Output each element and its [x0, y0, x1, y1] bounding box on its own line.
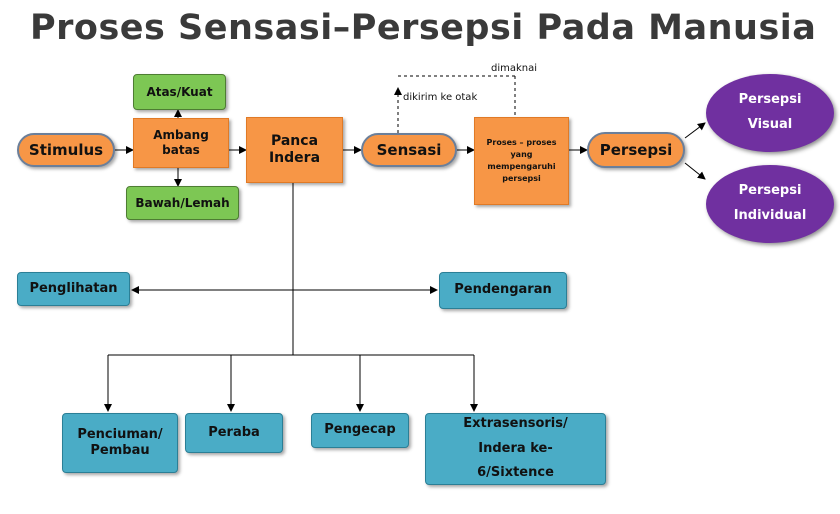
proses-node: Proses – proses yang mempengaruhi persep…: [474, 117, 569, 205]
note-dimaknai: dimaknai: [491, 63, 538, 74]
arrow-persepsi-visual: [684, 122, 706, 139]
penciuman-label: Penciuman/ Pembau: [77, 426, 163, 458]
bawah-lemah-node: Bawah/Lemah: [126, 186, 239, 220]
stimulus-node: Stimulus: [17, 133, 115, 167]
ambang-batas-node: Ambang batas: [133, 118, 229, 168]
pendengaran-node: Pendengaran: [439, 272, 567, 309]
persepsi-individual-node: Persepsi Individual: [706, 165, 834, 243]
extrasensoris-node: Extrasensoris/ Indera ke-6/Sixtence: [425, 413, 606, 485]
panca-indera-node: Panca Indera: [246, 117, 343, 183]
penciuman-node: Penciuman/ Pembau: [62, 413, 178, 473]
persepsi-individual-label: Persepsi Individual: [733, 183, 807, 223]
stimulus-label: Stimulus: [28, 140, 104, 159]
sensasi-label: Sensasi: [376, 140, 442, 159]
pendengaran-label: Pendengaran: [454, 282, 552, 298]
proses-label: Proses – proses yang mempengaruhi persep…: [486, 138, 557, 183]
penglihatan-node: Penglihatan: [17, 272, 130, 306]
peraba-label: Peraba: [208, 424, 260, 440]
ambang-batas-label: Ambang batas: [153, 128, 209, 157]
pengecap-node: Pengecap: [311, 413, 409, 448]
arrow-persepsi-individual: [684, 162, 706, 180]
note-dikirim-ke-otak: dikirim ke otak: [403, 92, 478, 103]
peraba-node: Peraba: [185, 413, 283, 453]
persepsi-node: Persepsi: [587, 132, 685, 168]
extrasensoris-label: Extrasensoris/ Indera ke-6/Sixtence: [463, 415, 568, 481]
sensasi-node: Sensasi: [361, 133, 457, 167]
persepsi-visual-label: Persepsi Visual: [738, 92, 802, 132]
atas-kuat-node: Atas/Kuat: [133, 74, 226, 110]
persepsi-label: Persepsi: [599, 140, 673, 159]
page-title: Proses Sensasi–Persepsi Pada Manusia: [30, 8, 817, 48]
persepsi-visual-node: Persepsi Visual: [706, 74, 834, 152]
bawah-lemah-label: Bawah/Lemah: [135, 195, 230, 210]
atas-kuat-label: Atas/Kuat: [146, 84, 213, 99]
pengecap-label: Pengecap: [324, 422, 396, 438]
panca-indera-label: Panca Indera: [268, 132, 321, 167]
penglihatan-label: Penglihatan: [29, 280, 118, 296]
